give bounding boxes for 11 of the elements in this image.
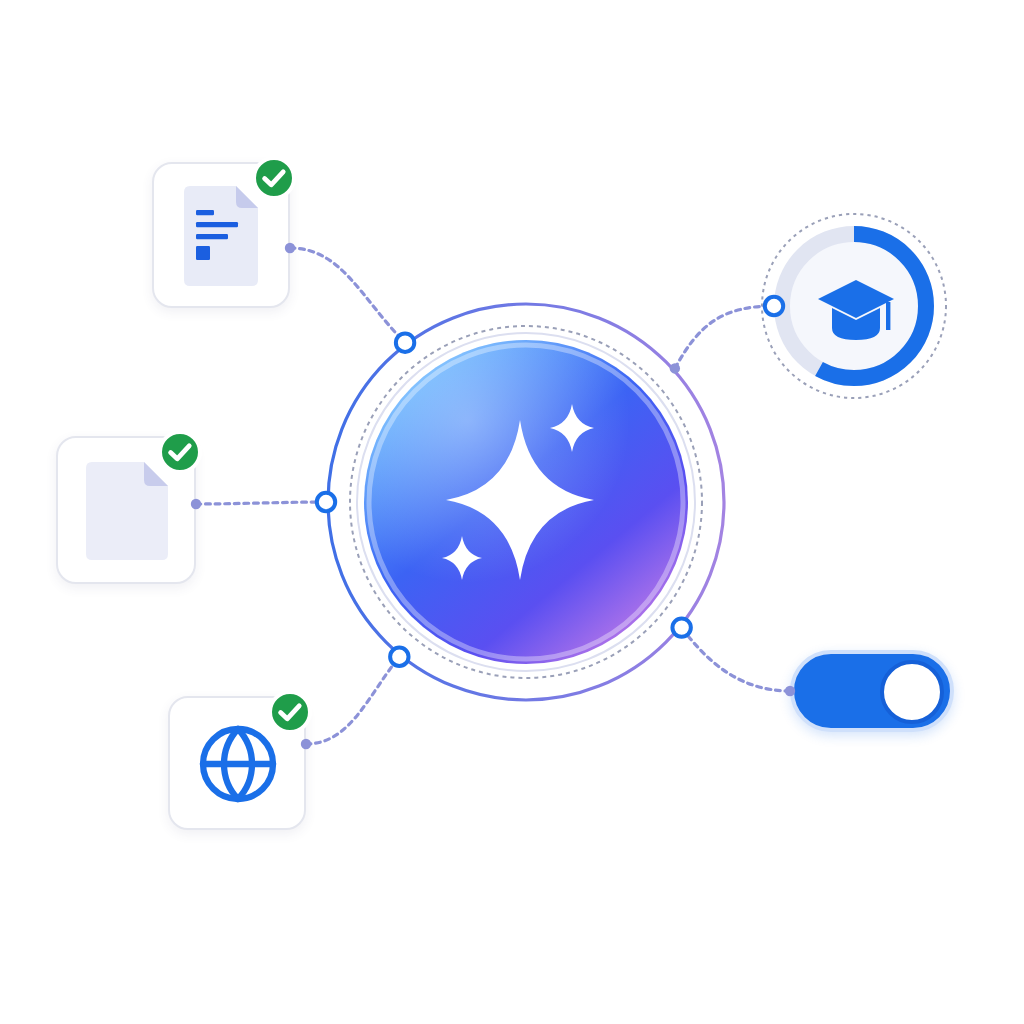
dotted-connector — [300, 645, 411, 750]
icon-card — [152, 162, 290, 308]
icon-card — [56, 436, 196, 584]
dotted-connector — [284, 242, 417, 354]
progress-ring — [774, 226, 934, 386]
icon-card — [168, 696, 306, 830]
dotted-connector — [670, 616, 796, 697]
glowing-orb — [326, 302, 726, 702]
dotted-connector — [669, 294, 786, 374]
dotted-connector — [190, 490, 338, 514]
toggle-switch — [790, 650, 954, 732]
